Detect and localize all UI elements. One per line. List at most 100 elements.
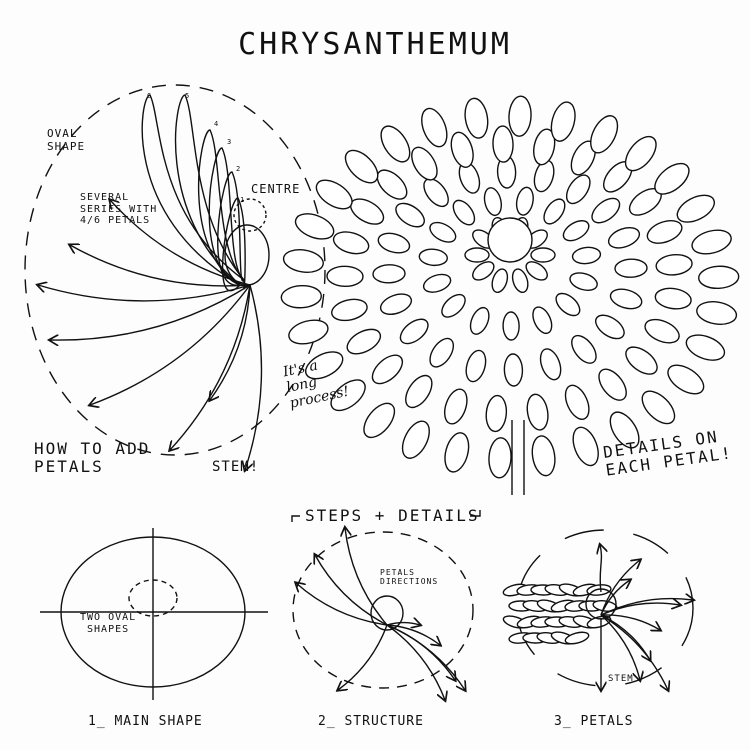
petal-arrow	[38, 285, 251, 302]
step3-petal-arrow	[600, 614, 668, 690]
flower-centre	[487, 217, 533, 263]
flower-petal	[511, 268, 529, 294]
how-to-petal-series	[141, 94, 246, 292]
flower-petal	[590, 115, 619, 154]
flower-petal	[376, 169, 408, 200]
flower-petal	[429, 337, 455, 368]
step2-bud	[370, 595, 404, 631]
flower-petal	[464, 97, 489, 139]
how-to-stem-label: STEM!	[212, 459, 260, 475]
flower-petal	[609, 288, 643, 310]
flower-petal	[550, 101, 576, 142]
oval-shape-label: OVAL SHAPE	[47, 127, 86, 153]
flower-petal	[363, 402, 396, 439]
step3-petal	[586, 584, 612, 596]
petal-number-6: 6	[147, 92, 153, 100]
flower-petal	[450, 131, 474, 168]
petal-outline	[141, 94, 245, 286]
step3-petal	[564, 631, 590, 645]
flower-petal	[676, 194, 716, 223]
flower-petal	[530, 247, 556, 263]
flower-petal	[418, 248, 448, 267]
how-to-bud	[224, 224, 270, 286]
flower-petal	[564, 384, 590, 420]
flower-petal	[331, 298, 368, 322]
step3-petal-arrow	[600, 614, 660, 630]
step1-inner-oval	[128, 579, 178, 617]
flower-petal	[607, 227, 641, 249]
petal-number-1: 1	[240, 196, 246, 204]
petal-number-5: 5	[185, 92, 191, 100]
flower-petal	[598, 368, 627, 401]
flower-petal	[532, 306, 553, 335]
flower-petal	[282, 248, 324, 274]
flower-petal	[515, 186, 534, 216]
flower-petal	[399, 318, 429, 345]
flower-petal	[565, 174, 591, 205]
flower-petal	[655, 253, 693, 276]
flower-petal	[483, 187, 503, 217]
main-flower	[280, 95, 740, 479]
flower-petal	[646, 219, 683, 244]
flower-petal	[525, 261, 548, 281]
flower-petal	[533, 128, 556, 166]
flower-petal	[422, 273, 452, 293]
direction-arrow	[315, 555, 388, 626]
flower-petal	[502, 311, 520, 341]
how-to-oval	[24, 84, 326, 456]
flower-petal	[429, 221, 457, 243]
petal-outline	[174, 94, 245, 286]
step3-caption: 3_ PETALS	[554, 714, 634, 729]
flower-petal	[411, 146, 438, 181]
flower-petal	[492, 125, 514, 163]
petal-number-2: 2	[236, 165, 242, 173]
direction-arrow	[386, 624, 465, 690]
flower-petal	[346, 328, 382, 355]
flower-petal	[405, 374, 433, 409]
direction-arrow	[386, 623, 420, 625]
step3-note: STEM	[608, 674, 634, 684]
petal-outline	[217, 171, 245, 286]
flower-petal	[377, 232, 411, 254]
step3-top-arrow	[600, 545, 601, 593]
flower-petal	[344, 149, 379, 184]
flower-petal	[371, 354, 404, 385]
flower-petal	[372, 264, 406, 284]
direction-arrow	[296, 583, 388, 626]
flower-petal	[571, 246, 602, 265]
flower-petal	[441, 293, 466, 318]
flower-petal	[691, 229, 732, 255]
flower-petal	[543, 198, 566, 225]
petal-number-3: 3	[227, 138, 233, 146]
how-to-petal-arrows	[38, 200, 263, 470]
flower-petal	[452, 199, 476, 226]
flower-petal	[332, 231, 370, 255]
flower-petal	[304, 351, 344, 380]
flower-petal	[625, 346, 658, 375]
flower-petal	[531, 435, 556, 477]
steps-heading-brackets	[291, 510, 481, 522]
flower-petal	[380, 125, 411, 163]
flower-petal	[614, 258, 648, 278]
petal-arrow	[70, 245, 251, 287]
flower-petal	[591, 197, 621, 224]
flower-petal	[503, 353, 524, 387]
flower-petal	[350, 198, 385, 225]
flower-petal	[401, 420, 430, 459]
flower-petal	[624, 135, 657, 172]
petal-outline	[197, 129, 245, 286]
flower-petal	[443, 388, 468, 425]
flower-petal	[472, 261, 495, 281]
step3-petal-arrow	[600, 603, 680, 616]
flower-petal	[644, 318, 680, 344]
direction-arrow	[386, 624, 440, 645]
flower-petal	[571, 334, 597, 364]
flower-petal	[609, 411, 640, 449]
flower-petal	[288, 319, 329, 345]
flower-petal	[465, 349, 487, 383]
flower-petal	[595, 314, 625, 340]
flower-petal	[555, 292, 581, 317]
flower-petal	[469, 306, 490, 335]
flower-petal	[641, 390, 676, 425]
